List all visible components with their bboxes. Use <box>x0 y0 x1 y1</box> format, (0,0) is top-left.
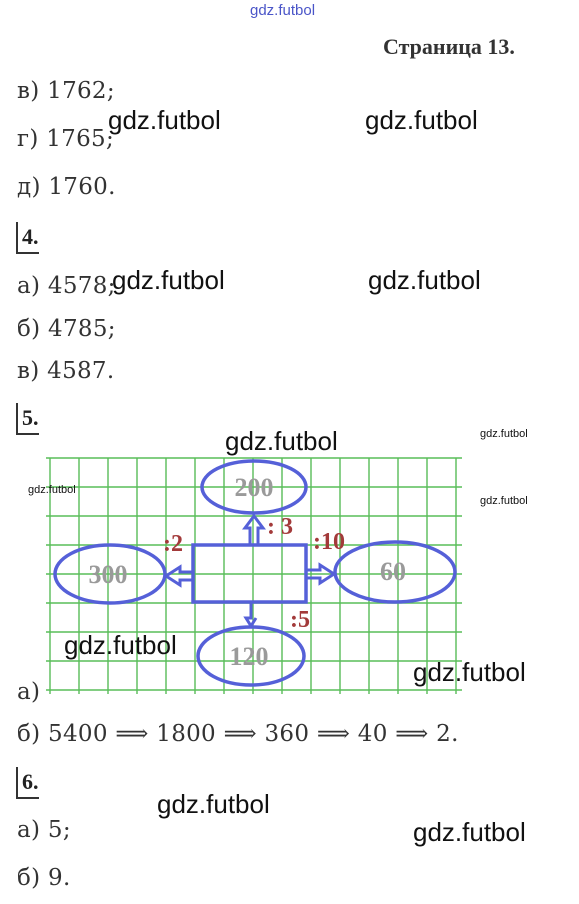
answer-g-1765: г) 1765; <box>17 126 115 152</box>
task4-answer-v: в) 4587. <box>17 358 115 384</box>
task5-label-a: а) <box>17 679 41 705</box>
answer-d-1760: д) 1760. <box>17 174 116 200</box>
op-left: :2 <box>163 531 183 557</box>
arrow-up <box>242 513 266 545</box>
page-title: Страница 13. <box>383 34 515 59</box>
task5-answer-b: б) 5400 ⟹ 1800 ⟹ 360 ⟹ 40 ⟹ 2. <box>17 721 459 747</box>
value-bottom: 120 <box>230 642 269 671</box>
watermark-top: gdz.futbol <box>250 2 316 19</box>
task6-answer-b: б) 9. <box>17 865 71 891</box>
task-number-4: 4. <box>16 222 39 254</box>
watermark: gdz.futbol <box>480 495 528 507</box>
op-bottom: :5 <box>290 607 310 633</box>
right-oval <box>333 540 457 604</box>
watermark: gdz.futbol <box>413 657 526 687</box>
task4-answer-b: б) 4785; <box>17 316 116 342</box>
task4-answer-a: а) 4578; <box>17 273 116 299</box>
value-top: 200 <box>235 473 274 502</box>
arrow-left <box>163 564 193 588</box>
left-oval <box>53 543 167 605</box>
op-right: :10 <box>313 529 345 555</box>
watermark: gdz.futbol <box>157 789 270 819</box>
task-number-5: 5. <box>16 403 39 435</box>
watermark: gdz.futbol <box>112 265 225 295</box>
task6-answer-a: а) 5; <box>17 817 71 843</box>
arrow-down <box>243 602 258 629</box>
watermark: gdz.futbol <box>28 484 76 496</box>
watermark: gdz.futbol <box>108 105 221 135</box>
op-top: : 3 <box>267 514 293 540</box>
watermark: gdz.futbol <box>64 630 177 660</box>
watermark: gdz.futbol <box>480 428 528 440</box>
watermark: gdz.futbol <box>413 817 526 847</box>
value-left: 300 <box>89 560 128 589</box>
answer-v-1762: в) 1762; <box>17 78 115 104</box>
watermark: gdz.futbol <box>368 265 481 295</box>
value-right: 60 <box>380 557 406 586</box>
arrow-right <box>306 562 337 586</box>
top-oval <box>200 459 308 515</box>
watermark: gdz.futbol <box>225 426 338 456</box>
task-number-6: 6. <box>16 767 39 799</box>
watermark: gdz.futbol <box>365 105 478 135</box>
